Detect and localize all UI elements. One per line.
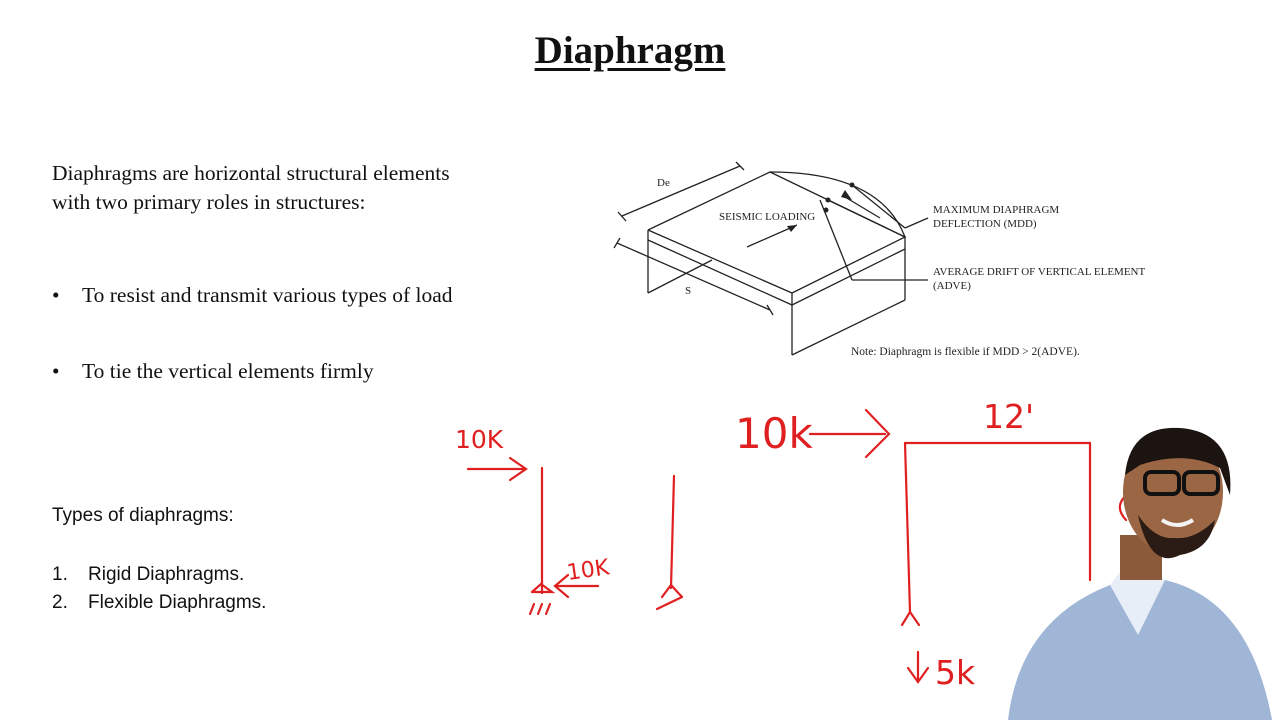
bullet-dot-icon: • bbox=[52, 283, 60, 307]
list-label: Rigid Diaphragms. bbox=[88, 564, 245, 585]
list-number: 1. bbox=[52, 564, 68, 585]
list-number: 2. bbox=[52, 592, 68, 613]
presenter-video bbox=[1008, 427, 1272, 720]
span-label: 12' bbox=[983, 397, 1034, 436]
intro-paragraph: Diaphragms are horizontal structural ele… bbox=[52, 161, 450, 214]
load-label-top-left: 10K bbox=[455, 425, 504, 454]
label-seismic-loading: SEISMIC LOADING bbox=[719, 211, 815, 223]
label-mdd-1: MAXIMUM DIAPHRAGM bbox=[933, 204, 1059, 216]
label-s: S bbox=[685, 285, 691, 297]
label-de: De bbox=[657, 177, 670, 189]
list-label: Flexible Diaphragms. bbox=[88, 592, 267, 613]
label-mdd-2: DEFLECTION (MDD) bbox=[933, 218, 1037, 230]
bullet-text: To resist and transmit various types of … bbox=[82, 283, 453, 307]
slide-title: Diaphragm bbox=[534, 29, 726, 72]
label-adve-2: (ADVE) bbox=[933, 280, 971, 292]
load-label-frame: 10k bbox=[735, 409, 813, 458]
label-adve-1: AVERAGE DRIFT OF VERTICAL ELEMENT bbox=[933, 266, 1145, 278]
bullet-dot-icon: • bbox=[52, 359, 60, 383]
figure-note: Note: Diaphragm is flexible if MDD > 2(A… bbox=[851, 346, 1080, 358]
diaphragm-figure: De S SEISMIC LOADING MAXIMUM DIAPHRAGM D… bbox=[613, 161, 1145, 358]
reaction-label: 5k bbox=[935, 653, 976, 692]
load-label-bottom-left: 10K bbox=[565, 555, 611, 586]
bullet-text: To tie the vertical elements firmly bbox=[82, 359, 374, 383]
types-heading: Types of diaphragms: bbox=[52, 505, 234, 526]
